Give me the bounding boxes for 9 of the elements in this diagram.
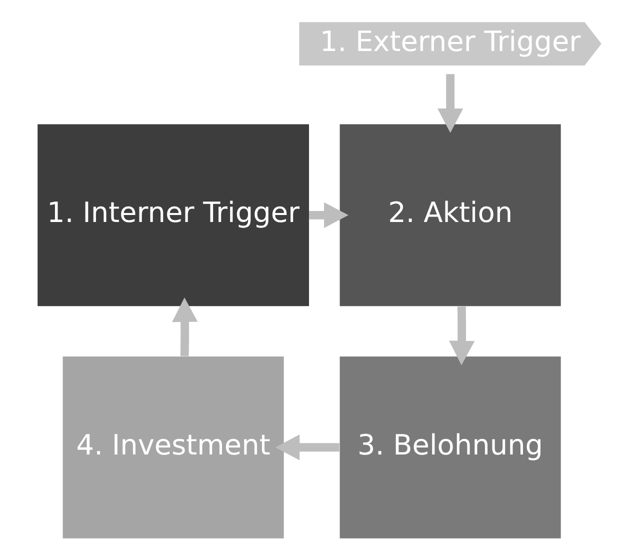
node-box: 2. Aktion (339, 124, 560, 306)
arrow (308, 202, 348, 228)
arrow (274, 434, 339, 460)
arrow (437, 74, 463, 133)
node-box: 3. Belohnung (339, 356, 560, 538)
arrow (448, 306, 474, 366)
arrow (172, 298, 198, 356)
node-box: 4. Investment (62, 356, 284, 538)
node-box: 1. Interner Trigger (37, 124, 308, 306)
